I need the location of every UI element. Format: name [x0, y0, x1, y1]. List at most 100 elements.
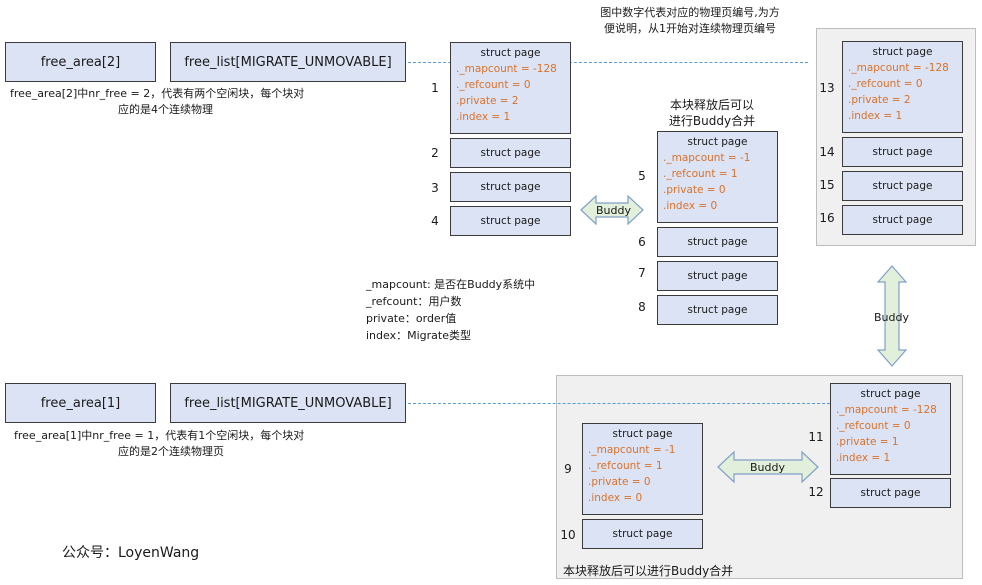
top-note-line-2: 便说明，从1开始对连续物理页编号: [604, 22, 776, 35]
legend-mapcount: _mapcount: 是否在Buddy系统中: [366, 278, 536, 291]
field-index: .index = 0: [663, 200, 718, 212]
buddy-arrow-horizontal-top: [580, 194, 644, 226]
page-number-2: 2: [431, 146, 439, 160]
field-refcount: ._refcount = 1: [588, 460, 663, 472]
release-note-top-line-1: 本块释放后可以: [669, 98, 754, 112]
struct-page-label: struct page: [687, 136, 748, 148]
page-number-7: 7: [638, 266, 646, 280]
legend-index: index：Migrate类型: [366, 329, 471, 342]
field-mapcount: ._mapcount = -128: [848, 62, 949, 74]
page-number-16: 16: [819, 211, 835, 225]
field-mapcount: ._mapcount = -1: [663, 152, 751, 164]
struct-page-2: struct page: [450, 138, 571, 168]
area1-description: free_area[1]中nr_free = 1，代表有1个空闲块，每个块对 应…: [14, 428, 384, 460]
struct-page-label: struct page: [480, 215, 541, 227]
struct-page-label: struct page: [872, 46, 933, 58]
field-index: .index = 1: [848, 110, 903, 122]
free-area-2-box: free_area[2]: [5, 42, 156, 82]
area2-desc-line-2: 应的是4个连续物理: [118, 103, 213, 116]
field-refcount: ._refcount = 0: [836, 420, 911, 432]
struct-page-label: struct page: [480, 181, 541, 193]
free-list-area2-box: free_list[MIGRATE_UNMOVABLE]: [170, 42, 406, 82]
buddy-label-vertical: Buddy: [874, 311, 909, 324]
struct-page-3: struct page: [450, 172, 571, 202]
struct-page-label: struct page: [612, 528, 673, 540]
area1-desc-line-1: free_area[1]中nr_free = 1，代表有1个空闲块，每个块对: [14, 429, 305, 442]
top-note: 图中数字代表对应的物理页编号,为方 便说明，从1开始对连续物理页编号: [560, 5, 820, 37]
field-private: .private = 1: [836, 436, 899, 448]
field-mapcount: ._mapcount = -128: [456, 63, 557, 75]
page-number-3: 3: [431, 181, 439, 195]
field-index: .index = 0: [588, 492, 643, 504]
area2-desc-line-1: free_area[2]中nr_free = 2，代表有两个空闲块，每个块对: [10, 87, 305, 100]
page-number-6: 6: [638, 235, 646, 249]
page-number-8: 8: [638, 300, 646, 314]
struct-page-label: struct page: [872, 180, 933, 192]
page-number-14: 14: [819, 145, 835, 159]
page-number-13: 13: [819, 81, 835, 95]
struct-page-6: struct page: [657, 227, 778, 257]
page-number-5: 5: [638, 169, 646, 183]
legend-refcount: _refcount：用户数: [366, 295, 462, 308]
buddy-arrow-horizontal-bottom: [717, 450, 819, 484]
struct-page-label: struct page: [687, 270, 748, 282]
struct-page-label: struct page: [872, 214, 933, 226]
struct-page-label: struct page: [612, 428, 673, 440]
field-private: .private = 0: [588, 476, 651, 488]
field-refcount: ._refcount = 1: [663, 168, 738, 180]
field-mapcount: ._mapcount = -1: [588, 444, 676, 456]
free-list-area1-label: free_list[MIGRATE_UNMOVABLE]: [184, 395, 392, 411]
page-number-12: 12: [808, 485, 824, 499]
page-number-4: 4: [431, 214, 439, 228]
page-number-9: 9: [564, 462, 572, 476]
struct-page-12: struct page: [830, 478, 951, 508]
struct-page-5: struct page ._mapcount = -1 ._refcount =…: [657, 131, 778, 223]
free-list-area1-box: free_list[MIGRATE_UNMOVABLE]: [170, 383, 406, 423]
legend-private: private：order值: [366, 312, 457, 325]
field-refcount: ._refcount = 0: [848, 78, 923, 90]
struct-page-label: struct page: [480, 147, 541, 159]
buddy-arrow-vertical-right: [876, 265, 908, 367]
field-private: .private = 2: [848, 94, 911, 106]
free-area-2-label: free_area[2]: [40, 54, 121, 70]
top-note-line-1: 图中数字代表对应的物理页编号,为方: [600, 6, 780, 19]
page-number-15: 15: [819, 178, 835, 192]
struct-page-15: struct page: [842, 171, 963, 201]
struct-page-16: struct page: [842, 205, 963, 235]
free-area-1-box: free_area[1]: [5, 383, 156, 423]
release-note-top: 本块释放后可以 进行Buddy合并: [642, 97, 782, 129]
field-private: .private = 0: [663, 184, 726, 196]
field-index: .index = 1: [456, 111, 511, 123]
watermark: 公众号：LoyenWang: [62, 545, 200, 561]
struct-page-9: struct page ._mapcount = -1 ._refcount =…: [582, 423, 703, 515]
struct-page-11: struct page ._mapcount = -128 ._refcount…: [830, 383, 951, 475]
buddy-label-top: Buddy: [596, 204, 631, 217]
page-number-11: 11: [808, 430, 824, 444]
struct-page-label: struct page: [872, 146, 933, 158]
free-area-1-label: free_area[1]: [40, 395, 121, 411]
struct-page-label: struct page: [860, 487, 921, 499]
struct-page-label: struct page: [687, 236, 748, 248]
struct-page-13: struct page ._mapcount = -128 ._refcount…: [842, 41, 963, 133]
page-number-10: 10: [560, 528, 576, 542]
field-index: .index = 1: [836, 452, 891, 464]
struct-page-14: struct page: [842, 137, 963, 167]
struct-page-1: struct page ._mapcount = -128 ._refcount…: [450, 42, 571, 134]
struct-page-8: struct page: [657, 295, 778, 325]
area1-desc-line-2: 应的是2个连续物理页: [118, 445, 224, 458]
free-list-link-area1: [408, 403, 830, 404]
buddy-label-bottom: Buddy: [750, 461, 785, 474]
field-mapcount: ._mapcount = -128: [836, 404, 937, 416]
free-list-link-area2: [408, 62, 808, 63]
field-legend: _mapcount: 是否在Buddy系统中 _refcount：用户数 pri…: [366, 276, 535, 344]
field-private: .private = 2: [456, 95, 519, 107]
struct-page-10: struct page: [582, 519, 703, 549]
release-note-bottom: 本块释放后可以进行Buddy合并: [563, 564, 734, 578]
free-list-area2-label: free_list[MIGRATE_UNMOVABLE]: [184, 54, 392, 70]
struct-page-label: struct page: [480, 47, 541, 59]
struct-page-label: struct page: [860, 388, 921, 400]
struct-page-4: struct page: [450, 206, 571, 236]
struct-page-7: struct page: [657, 261, 778, 291]
page-number-1: 1: [431, 81, 439, 95]
